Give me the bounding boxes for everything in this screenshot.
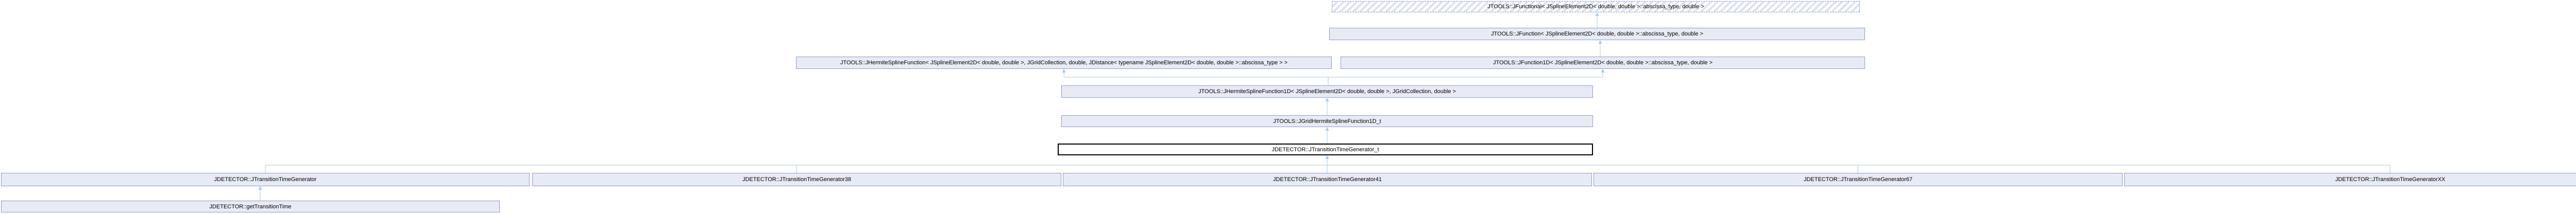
node-label: JDETECTOR::JTransitionTimeGenerator — [214, 176, 317, 183]
node-label: JTOOLS::JFunction1D< JSplineElement2D< d… — [1493, 60, 1713, 66]
node-jdetector-jtransitiontimegenerator-t: JDETECTOR::JTransitionTimeGenerator_t — [1058, 144, 1593, 155]
node-jtools-jhermitesplinefunction1d[interactable]: JTOOLS::JHermiteSplineFunction1D< JSplin… — [1061, 85, 1593, 98]
node-label: JTOOLS::JGridHermiteSplineFunction1D_t — [1273, 118, 1381, 124]
node-jtools-jfunction1d[interactable]: JTOOLS::JFunction1D< JSplineElement2D< d… — [1341, 57, 1865, 69]
node-jdetector-jtransitiontimegenerator38[interactable]: JDETECTOR::JTransitionTimeGenerator38 — [532, 173, 1061, 186]
edge-jfunction1d-to-jfunction — [1598, 40, 1602, 57]
node-label: JTOOLS::JFunction< JSplineElement2D< dou… — [1491, 31, 1703, 37]
node-jdetector-jtransitiontimegeneratorxx[interactable]: JDETECTOR::JTransitionTimeGeneratorXX — [2124, 173, 2576, 186]
node-jdetector-jtransitiontimegenerator41[interactable]: JDETECTOR::JTransitionTimeGenerator41 — [1063, 173, 1592, 186]
edge-jfunction-to-jfunctional — [1595, 12, 1599, 28]
edge-generators-to-jtransitiontimegeneratort — [265, 155, 2391, 173]
edge-gettransitiontime-to-jtransitiontimegenerator — [258, 186, 262, 201]
node-jtools-jfunction[interactable]: JTOOLS::JFunction< JSplineElement2D< dou… — [1329, 28, 1865, 40]
node-label: JTOOLS::JFunctional< JSplineElement2D< d… — [1487, 4, 1704, 10]
node-label: JDETECTOR::getTransitionTime — [209, 203, 292, 210]
edge-jgridhermitesplinefunction1dt-to-jhermitesplinefunction1d — [1325, 98, 1329, 115]
node-jtools-jfunctional: JTOOLS::JFunctional< JSplineElement2D< d… — [1332, 1, 1860, 12]
node-jdetector-jtransitiontimegenerator[interactable]: JDETECTOR::JTransitionTimeGenerator — [1, 173, 530, 186]
node-jdetector-jtransitiontimegenerator67[interactable]: JDETECTOR::JTransitionTimeGenerator67 — [1594, 173, 2123, 186]
node-label: JDETECTOR::JTransitionTimeGenerator41 — [1273, 176, 1382, 183]
node-jtools-jhermitesplinefunction[interactable]: JTOOLS::JHermiteSplineFunction< JSplineE… — [796, 57, 1332, 69]
node-label: JDETECTOR::JTransitionTimeGenerator67 — [1803, 176, 1913, 183]
edge-jhermitesplinefunction1d-to-bases — [1062, 69, 1605, 85]
node-label: JDETECTOR::JTransitionTimeGenerator38 — [742, 176, 852, 183]
node-label: JDETECTOR::JTransitionTimeGenerator_t — [1272, 146, 1379, 153]
node-label: JTOOLS::JHermiteSplineFunction< JSplineE… — [840, 60, 1288, 66]
node-jtools-jgridhermitesplinefunction1d-t[interactable]: JTOOLS::JGridHermiteSplineFunction1D_t — [1061, 115, 1593, 127]
node-label: JTOOLS::JHermiteSplineFunction1D< JSplin… — [1198, 88, 1456, 95]
edge-jtransitiontimegeneratort-to-jgridhermitesplinefunction1dt — [1325, 127, 1329, 144]
node-jdetector-gettransitiontime[interactable]: JDETECTOR::getTransitionTime — [1, 201, 500, 212]
node-label: JDETECTOR::JTransitionTimeGeneratorXX — [2335, 176, 2446, 183]
